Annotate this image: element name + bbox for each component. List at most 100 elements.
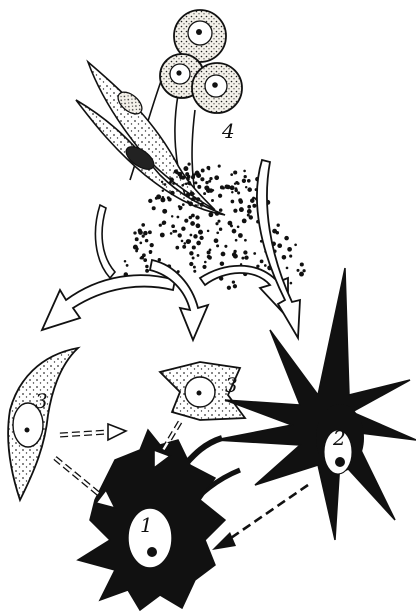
particle-dot [205,181,208,184]
particle-dot [247,214,250,217]
particle-dot [277,224,280,227]
particle-dot [235,187,238,190]
particle-dot [214,175,219,180]
particle-dot [187,201,189,203]
particle-dot [209,212,213,216]
particle-dot [247,205,251,209]
particle-dot [194,204,197,207]
cluster-cell-right [192,63,242,113]
particle-dot [232,280,235,283]
particle-dot [224,245,227,248]
particle-dot [209,249,212,252]
particle-dot [162,209,167,214]
particle-dot [168,197,172,201]
particle-dot [207,230,210,233]
particle-dot [238,233,243,238]
particle-dot [145,265,148,268]
particle-dot [230,185,235,190]
particle-dot [160,233,165,238]
particle-dot [135,237,139,241]
particle-dot [238,198,242,202]
particle-dot [287,247,292,252]
particle-dot [233,209,237,213]
particle-dot [196,197,200,201]
particle-dot [189,216,192,219]
particle-dot [190,191,195,196]
particle-dot [204,261,207,264]
particle-dot [170,191,175,196]
particle-dot [247,187,252,192]
particle-dot [187,239,191,243]
particle-dot [220,185,224,189]
particle-dot [219,208,223,212]
particle-dot [170,232,173,235]
particle-dot [185,172,189,176]
particle-dot [282,255,287,260]
particle-dot [181,184,184,187]
particle-dot [169,177,173,181]
particle-dot [218,194,222,198]
particle-dot [247,209,252,214]
particle-dot [216,231,219,234]
particle-dot [215,222,218,225]
particle-dot [186,178,189,181]
particle-dot [264,264,267,267]
particle-dot [145,269,149,273]
particle-dot [230,224,233,227]
particle-dot [216,244,219,247]
particle-dot [141,223,145,227]
particle-dot [286,267,289,270]
particle-dot [194,181,197,184]
particle-dot [244,175,247,178]
particle-dot [184,219,188,223]
particle-dot [253,252,256,255]
particle-dot [233,254,238,259]
particle-dot [227,286,231,290]
label-source-cluster: 4 [221,119,235,143]
particle-dot [206,166,210,170]
arrow-to-right-cell [257,160,300,338]
particle-dot [172,182,175,185]
particle-dot [181,227,185,231]
particle-dot [237,182,240,185]
particle-dot [284,236,289,241]
particle-dot [164,183,167,186]
label-cell-black-right: 2 [332,426,346,450]
particle-dot [182,203,185,206]
particle-dot [133,245,138,250]
particle-dot [139,242,142,245]
particle-dot [242,218,247,223]
particle-dot [193,266,196,269]
particle-dot [247,179,251,183]
dashed-arrow-2-to-1 [212,485,308,550]
particle-dot [138,230,143,235]
particle-dot [191,197,195,201]
particle-dot [300,262,304,266]
particle-dot [126,264,129,267]
particle-dot [171,215,173,217]
arrow-to-left-cell [95,205,115,278]
particle-dot [217,220,220,223]
particle-dot [200,177,204,181]
particle-dot [297,269,300,272]
particle-dot [193,270,196,273]
particle-dot [172,230,175,233]
particle-dot [252,204,256,208]
particle-dot [148,199,152,203]
particle-dot [260,260,264,264]
particle-dot [185,193,190,198]
particle-dot [195,215,199,219]
particle-dot [149,251,152,254]
particle-dot [290,282,293,285]
particle-dot [171,224,175,228]
particle-dot [179,207,182,210]
particle-dot [232,229,237,234]
particle-dot [124,260,127,263]
particle-dot [211,199,214,202]
particle-dot [175,246,179,250]
particle-dot [272,229,277,234]
particle-dot [244,239,247,242]
particle-dot [187,162,190,165]
particle-dot [250,198,255,203]
